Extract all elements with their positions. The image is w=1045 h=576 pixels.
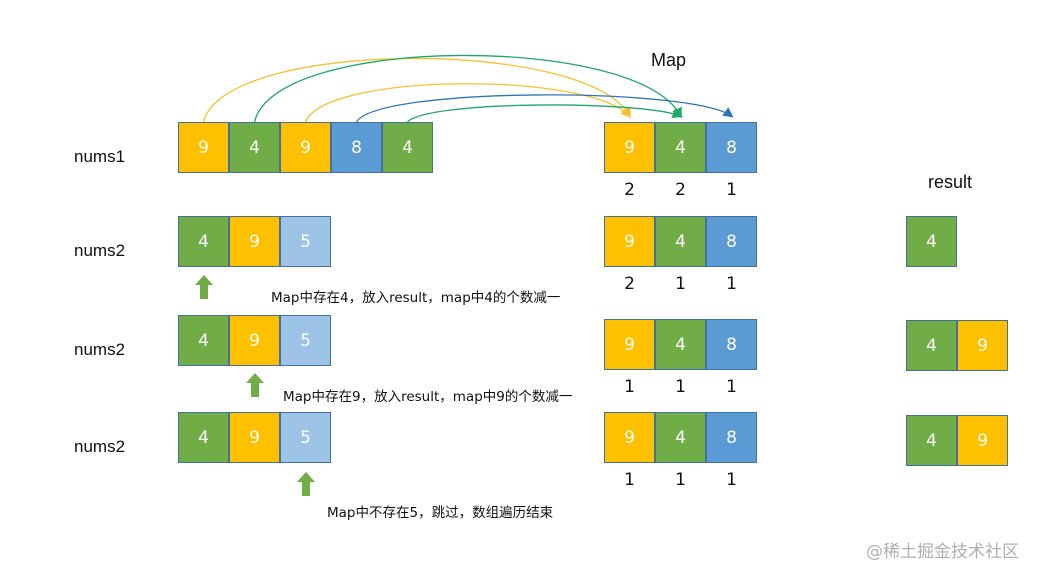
map-cell: 8 [706, 122, 757, 173]
mapping-arrow [407, 104, 683, 123]
map-count: 1 [675, 377, 686, 397]
map-count: 1 [726, 180, 737, 200]
row-label: nums2 [74, 437, 126, 456]
map-cell: 4 [655, 319, 706, 370]
array-cell: 9 [229, 315, 280, 366]
map-count: 1 [726, 274, 737, 294]
map-cell: 9 [604, 319, 655, 370]
result-cell: 4 [906, 216, 957, 267]
map-count: 1 [726, 377, 737, 397]
map-cell: 9 [604, 122, 655, 173]
array-cell: 8 [331, 122, 382, 173]
array-cell: 9 [229, 216, 280, 267]
array-cell: 5 [280, 412, 331, 463]
array-cell: 4 [229, 122, 280, 173]
map-cell: 8 [706, 412, 757, 463]
map-count: 1 [675, 470, 686, 490]
result-cell: 9 [957, 320, 1008, 371]
map-cell: 4 [655, 412, 706, 463]
mapping-arrow [355, 94, 734, 123]
step-caption: Map中不存在5，跳过，数组遍历结束 [327, 505, 554, 521]
watermark: @稀土掘金技术社区 [866, 542, 1019, 562]
array-cell: 5 [280, 216, 331, 267]
map-cell: 4 [655, 122, 706, 173]
row-label: nums1 [74, 147, 126, 166]
map-cell: 4 [655, 216, 706, 267]
result-cell: 4 [906, 320, 957, 371]
step-caption: Map中存在9，放入result，map中9的个数减一 [283, 389, 573, 405]
step-caption: Map中存在4，放入result，map中4的个数减一 [271, 290, 561, 306]
array-cell: 4 [178, 412, 229, 463]
map-count: 1 [624, 470, 635, 490]
array-cell: 5 [280, 315, 331, 366]
map-title: Map [651, 50, 687, 70]
array-cell: 4 [178, 216, 229, 267]
map-cell: 9 [604, 412, 655, 463]
mapping-arrow [304, 83, 632, 123]
array-cell: 9 [229, 412, 280, 463]
map-count: 2 [624, 180, 635, 200]
mapping-arrow [202, 57, 631, 123]
row-label: nums2 [74, 241, 126, 260]
array-cell: 9 [178, 122, 229, 173]
map-count: 2 [675, 180, 686, 200]
array-cell: 4 [178, 315, 229, 366]
up-arrow-icon [245, 373, 264, 397]
map-count: 2 [624, 274, 635, 294]
map-cell: 9 [604, 216, 655, 267]
result-title: result [928, 172, 973, 192]
array-cell: 4 [382, 122, 433, 173]
result-cell: 4 [906, 415, 957, 466]
up-arrow-icon [296, 472, 315, 496]
row-label: nums2 [74, 340, 126, 359]
up-arrow-icon [194, 275, 213, 299]
result-cell: 9 [957, 415, 1008, 466]
array-cell: 9 [280, 122, 331, 173]
map-count: 1 [624, 377, 635, 397]
map-count: 1 [675, 274, 686, 294]
map-cell: 8 [706, 319, 757, 370]
mapping-arrow [253, 54, 682, 123]
map-cell: 8 [706, 216, 757, 267]
map-count: 1 [726, 470, 737, 490]
